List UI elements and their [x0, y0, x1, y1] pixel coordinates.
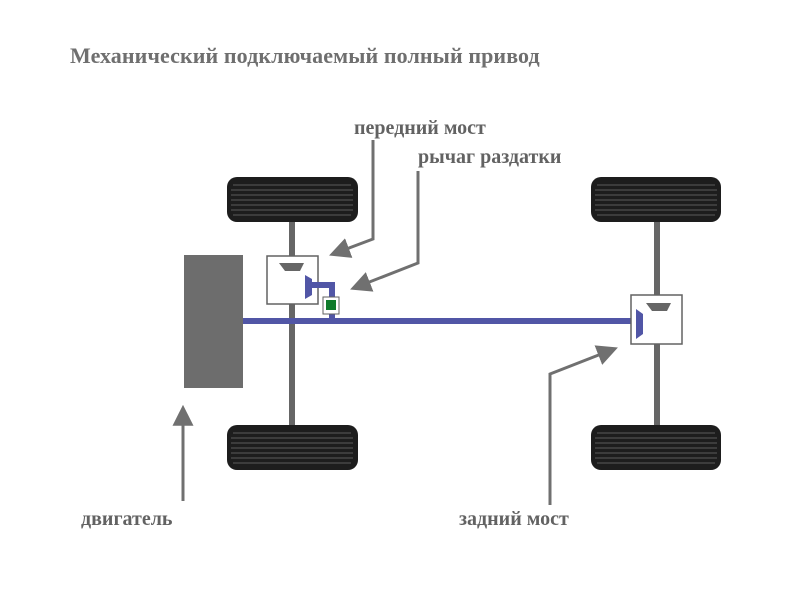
diagram-title: Механический подключаемый полный привод — [70, 43, 540, 68]
transfer-lever-icon — [326, 300, 336, 310]
engine-label: двигатель — [81, 508, 173, 530]
engine-block — [184, 255, 243, 388]
front-axle-pointer-arrow — [329, 140, 375, 258]
rear-left-wheel — [591, 177, 721, 222]
front-differential-gear — [279, 263, 304, 271]
transfer-lever-pointer-arrow — [350, 171, 420, 292]
rear-drive-pinion — [636, 309, 643, 339]
main-drive-shaft — [243, 318, 638, 324]
front-left-wheel — [227, 177, 358, 222]
rear-axle-pointer-arrow — [548, 345, 618, 505]
front-drive-pinion — [305, 275, 312, 299]
rear-axle-label: задний мост — [459, 508, 569, 530]
rear-differential-gear — [646, 303, 671, 311]
front-right-wheel — [227, 425, 358, 470]
front-axle-label: передний мост — [354, 117, 486, 139]
transfer-lever-label: рычаг раздатки — [418, 146, 562, 168]
rear-right-wheel — [591, 425, 721, 470]
